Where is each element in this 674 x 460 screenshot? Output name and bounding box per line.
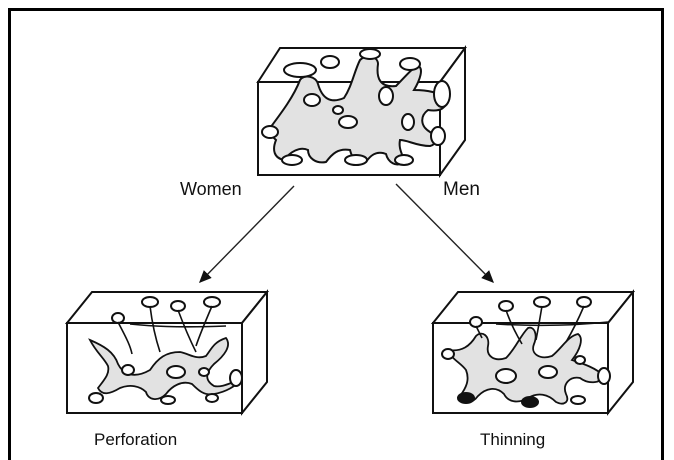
perforation-bone-block [64,289,270,416]
diagram-frame [8,8,664,460]
thinning-bone-block [430,289,636,416]
trabecular-network-normal [268,55,448,166]
normal-bone-block [256,44,467,179]
perforation-label: Perforation [94,430,178,449]
thinning-label: Thinning [480,430,546,449]
arrow-to-perforation [199,185,295,284]
men-label: Men [443,179,480,200]
arrow-to-thinning [395,183,494,283]
women-label: Women [180,179,242,199]
